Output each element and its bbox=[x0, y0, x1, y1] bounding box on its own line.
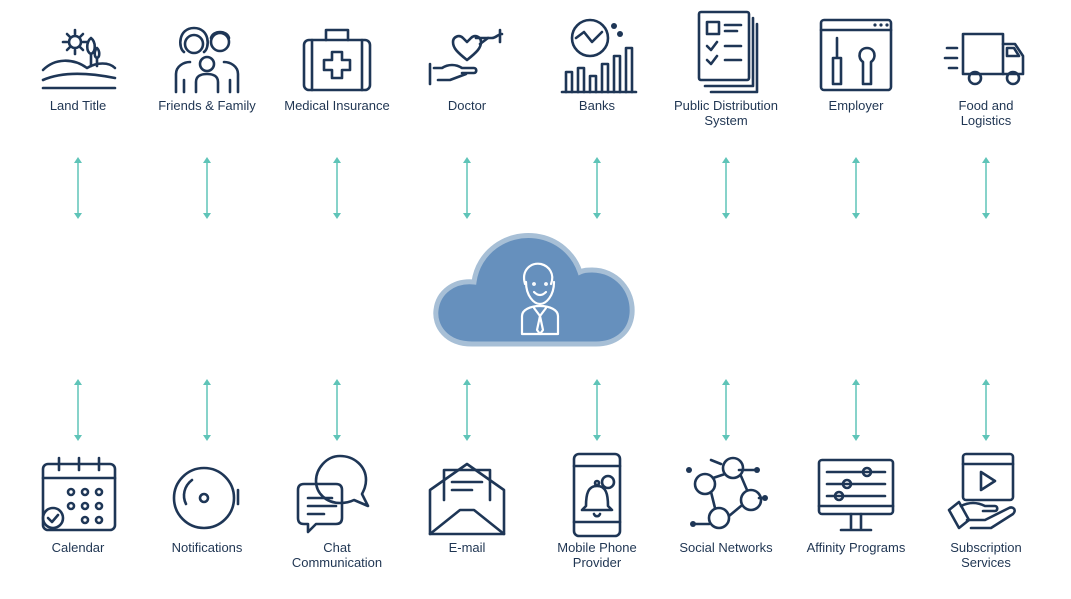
node-doctor: Doctor bbox=[402, 8, 532, 113]
network-people-icon bbox=[686, 456, 768, 530]
bar-chart-icon bbox=[560, 18, 638, 94]
arrow-banks bbox=[593, 157, 601, 219]
node-label: Land Title bbox=[49, 98, 107, 113]
node-chat: Chat Communication bbox=[272, 450, 402, 570]
cloud-person-icon bbox=[433, 233, 635, 347]
node-label: Medical Insurance bbox=[284, 98, 390, 113]
node-subscription: Subscription Services bbox=[921, 450, 1051, 570]
medical-kit-icon bbox=[302, 28, 372, 92]
node-label: Mobile Phone Provider bbox=[557, 540, 637, 570]
arrow-friends-family bbox=[203, 157, 211, 219]
node-notifications: Notifications bbox=[142, 450, 272, 555]
tools-window-icon bbox=[819, 18, 893, 92]
hands-heart-icon bbox=[428, 28, 504, 86]
family-icon bbox=[174, 26, 240, 94]
node-label: E-mail bbox=[448, 540, 486, 555]
envelope-icon bbox=[428, 462, 506, 536]
arrow-doctor bbox=[463, 157, 471, 219]
truck-icon bbox=[943, 32, 1025, 86]
node-calendar: Calendar bbox=[13, 450, 143, 555]
node-label: Calendar bbox=[51, 540, 105, 555]
node-label: Notifications bbox=[171, 540, 243, 555]
mobile-phone-icon bbox=[572, 452, 622, 538]
node-medical-insurance: Medical Insurance bbox=[272, 8, 402, 113]
node-friends-family: Friends & Family bbox=[142, 8, 272, 113]
node-affinity-programs: Affinity Programs bbox=[791, 450, 921, 555]
node-land-title: Land Title bbox=[13, 8, 143, 113]
node-label: Food and Logistics bbox=[958, 98, 1014, 128]
arrow-public-distribution bbox=[722, 157, 730, 219]
arrow-mobile bbox=[593, 379, 601, 441]
arrow-subscription bbox=[982, 379, 990, 441]
video-hand-icon bbox=[947, 452, 1016, 530]
node-social-networks: Social Networks bbox=[661, 450, 791, 555]
node-public-distribution: Public Distribution System bbox=[661, 8, 791, 128]
arrow-food-logistics bbox=[982, 157, 990, 219]
arrow-medical-insurance bbox=[333, 157, 341, 219]
arrow-email bbox=[463, 379, 471, 441]
node-food-logistics: Food and Logistics bbox=[921, 8, 1051, 128]
node-label: Affinity Programs bbox=[806, 540, 906, 555]
node-label: Chat Communication bbox=[291, 540, 383, 570]
node-label: Doctor bbox=[447, 98, 487, 113]
node-label: Public Distribution System bbox=[673, 98, 779, 128]
arrow-notifications bbox=[203, 379, 211, 441]
landscape-icon bbox=[41, 28, 117, 90]
node-email: E-mail bbox=[402, 450, 532, 555]
node-employer: Employer bbox=[791, 8, 921, 113]
arrow-land-title bbox=[74, 157, 82, 219]
arrow-chat bbox=[333, 379, 341, 441]
node-label: Employer bbox=[828, 98, 884, 113]
sliders-monitor-icon bbox=[817, 458, 895, 532]
node-label: Banks bbox=[578, 98, 616, 113]
arrow-employer bbox=[852, 157, 860, 219]
calendar-icon bbox=[41, 456, 117, 532]
chat-bubbles-icon bbox=[296, 454, 370, 534]
arrow-social-networks bbox=[722, 379, 730, 441]
arrow-affinity-programs bbox=[852, 379, 860, 441]
node-banks: Banks bbox=[532, 8, 662, 113]
bell-icon bbox=[172, 466, 240, 530]
arrow-calendar bbox=[74, 379, 82, 441]
documents-checklist-icon bbox=[697, 10, 759, 94]
node-label: Social Networks bbox=[679, 540, 773, 555]
node-label: Subscription Services bbox=[950, 540, 1022, 570]
node-mobile: Mobile Phone Provider bbox=[532, 450, 662, 570]
node-label: Friends & Family bbox=[158, 98, 256, 113]
